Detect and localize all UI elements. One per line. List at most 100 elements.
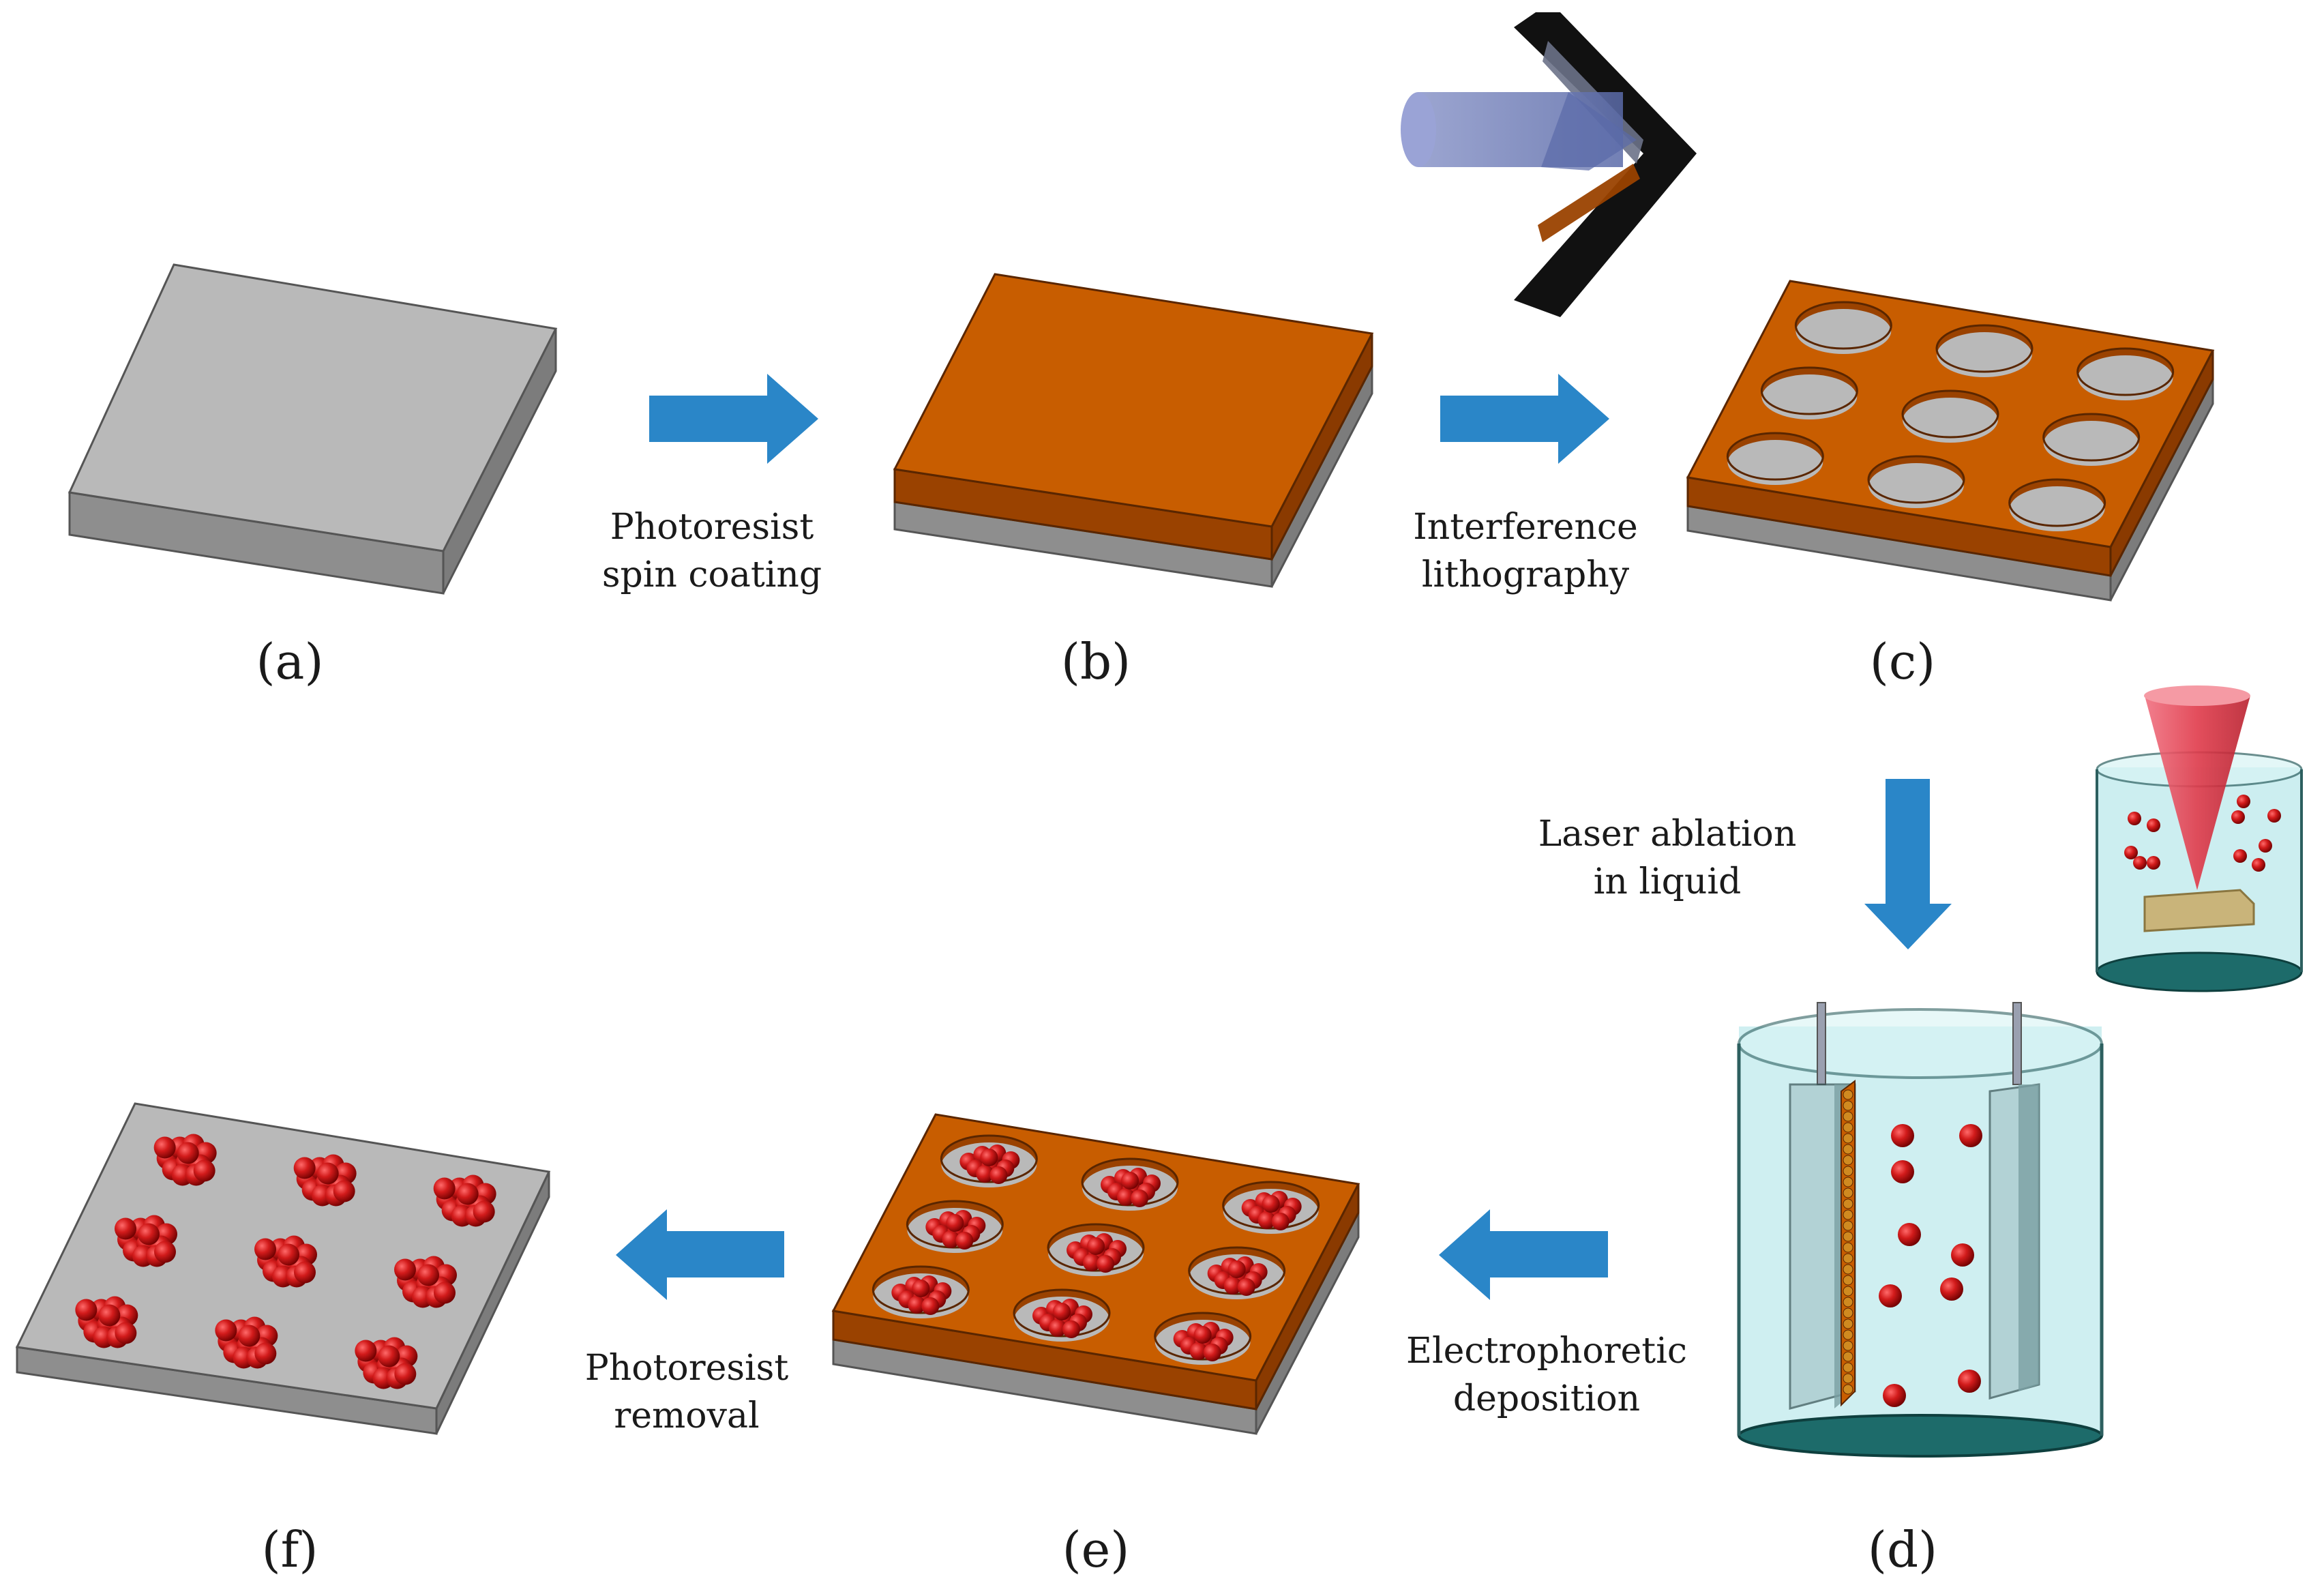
substrate-a: [68, 263, 558, 595]
nanoparticle: [1271, 1213, 1290, 1230]
pattern-hole: [906, 1200, 1004, 1253]
nanoparticle: [1891, 1124, 1914, 1147]
panel-label-c: (c): [1870, 633, 1936, 690]
nanoparticle-cluster: [355, 1337, 418, 1389]
step-lithography-line2: lithography: [1422, 555, 1630, 595]
nanoparticle: [955, 1232, 974, 1250]
nanoparticle: [2128, 812, 2141, 825]
nanoparticle: [1087, 1237, 1105, 1255]
panel-label-e: (e): [1062, 1521, 1130, 1578]
left-arrow-icon: [1439, 1209, 1608, 1300]
pattern-hole: [2008, 478, 2106, 531]
nanoparticle: [1879, 1284, 1902, 1307]
pattern-hole: [1154, 1312, 1252, 1365]
nanoparticle-cluster: [75, 1296, 138, 1348]
panel-label-b: (b): [1061, 633, 1131, 690]
pattern-hole: [1222, 1181, 1320, 1234]
pattern-hole: [1081, 1157, 1179, 1211]
nanoparticle: [1257, 1211, 1276, 1229]
filled-pattern-e: [831, 1113, 1360, 1435]
nanoparticle: [2124, 846, 2138, 859]
right-arrow-icon: [649, 374, 818, 464]
nanoparticle: [1891, 1160, 1914, 1183]
nanoparticle: [1049, 1319, 1067, 1337]
step-deposition-line1: Electrophoretic: [1406, 1331, 1687, 1372]
step-removal-line2: removal: [614, 1395, 759, 1436]
nanoparticle: [946, 1214, 964, 1232]
nanoparticle: [2233, 849, 2247, 863]
step-lithography-line1: Interference: [1413, 507, 1638, 548]
nanoparticle: [976, 1165, 994, 1183]
nanoparticle: [1223, 1277, 1242, 1295]
step-ablation-line1: Laser ablation: [1538, 814, 1797, 855]
nanoparticle: [1062, 1320, 1080, 1338]
nanoparticle: [1940, 1277, 1963, 1301]
nanoparticle: [1883, 1384, 1906, 1407]
nanoparticle: [2259, 839, 2272, 853]
electrophoresis-beaker: [1737, 1002, 2104, 1458]
nanoparticle: [1262, 1195, 1280, 1213]
nanoparticle: [2231, 810, 2245, 824]
nanoparticle: [908, 1296, 926, 1314]
laser-beam-icon: [1401, 92, 1637, 171]
nanoparticle: [1959, 1124, 1982, 1147]
step-spin-coating-line2: spin coating: [602, 555, 822, 595]
nanoparticle: [1121, 1172, 1139, 1189]
pattern-hole: [1188, 1246, 1286, 1299]
nanoparticle: [921, 1297, 940, 1315]
pattern-hole: [1013, 1288, 1111, 1342]
panel-label-d: (d): [1868, 1521, 1937, 1578]
pattern-hole: [1047, 1223, 1145, 1276]
step-ablation-line2: in liquid: [1594, 861, 1742, 902]
left-arrow-icon: [616, 1209, 784, 1300]
nanoparticle-cluster: [153, 1134, 217, 1186]
nanoparticle: [1097, 1255, 1114, 1273]
right-arrow-icon: [1440, 374, 1609, 464]
step-removal-line1: Photoresist: [585, 1348, 789, 1389]
nanoparticle: [1227, 1260, 1246, 1278]
nanoparticle: [1083, 1254, 1101, 1271]
nanoparticle: [1189, 1342, 1208, 1360]
laser-cone-icon: [2144, 685, 2250, 890]
nanoparticle: [1237, 1278, 1255, 1296]
interference-optics: [1401, 12, 1697, 317]
nanoparticle: [1193, 1326, 1212, 1344]
nanoparticle: [1898, 1223, 1921, 1246]
nanoparticle: [942, 1230, 960, 1248]
down-arrow-icon: [1864, 779, 1952, 949]
coated-substrate-b: [893, 273, 1374, 588]
pattern-hole: [2076, 347, 2175, 400]
pattern-hole: [1760, 366, 1858, 419]
pattern-hole: [1901, 389, 1999, 443]
pattern-hole: [1726, 432, 1824, 485]
nanoparticle: [989, 1166, 1008, 1184]
nanoparticle: [1203, 1344, 1221, 1361]
nanoparticle: [2267, 809, 2281, 823]
step-spin-coating-line1: Photoresist: [610, 507, 814, 548]
nanoparticle-cluster: [254, 1235, 317, 1288]
pattern-hole: [1867, 455, 1965, 508]
patterned-substrate-c: [1686, 280, 2215, 602]
nanoparticle-cluster: [215, 1316, 278, 1369]
nanoparticle: [2147, 818, 2160, 832]
pattern-hole: [1935, 324, 2034, 377]
panel-label-a: (a): [256, 633, 323, 690]
nanoparticle: [2252, 858, 2265, 872]
pattern-hole: [2042, 413, 2141, 466]
step-deposition-line2: deposition: [1453, 1378, 1640, 1419]
nanoparticle: [1053, 1303, 1071, 1320]
nanoparticle: [2147, 856, 2160, 870]
nanoparticle-cluster: [433, 1174, 496, 1227]
nanoparticle-cluster: [115, 1215, 177, 1267]
nanoparticle: [912, 1280, 930, 1297]
nanoparticle: [980, 1149, 998, 1166]
ablation-beaker: [2096, 685, 2303, 992]
nanoparticle: [1958, 1370, 1981, 1393]
nanoparticle-cluster: [394, 1256, 457, 1308]
final-substrate-f: [15, 1102, 551, 1435]
pattern-hole: [940, 1134, 1038, 1187]
panel-label-f: (f): [262, 1521, 318, 1578]
nanoparticle: [1951, 1243, 1974, 1267]
pattern-hole: [872, 1265, 970, 1318]
